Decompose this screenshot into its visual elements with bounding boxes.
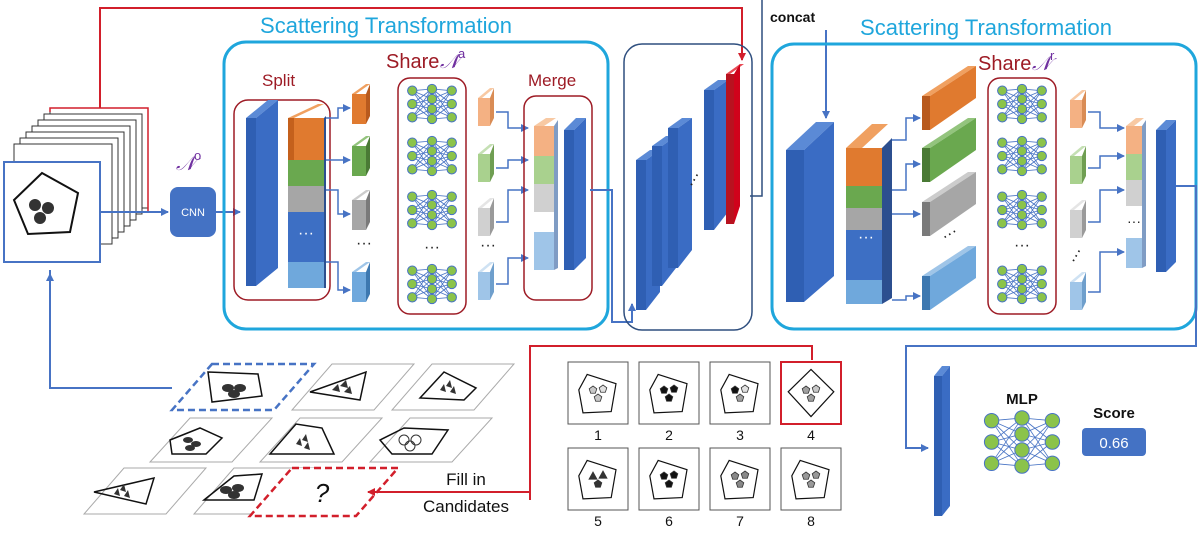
right-big-layer — [786, 122, 834, 302]
share-left-symbol: 𝒩 — [440, 51, 465, 73]
merge-arrows — [496, 111, 529, 285]
cnn-label: CNN — [181, 207, 205, 219]
scatter-box-left — [222, 40, 610, 331]
candidate-8[interactable]: 8 — [780, 447, 842, 529]
split-ellipsis: ··· — [298, 225, 314, 242]
mlp-input-layer — [934, 366, 950, 516]
right-merge-stack: ··· — [1126, 118, 1176, 272]
right-split-ellipsis: ··· — [858, 229, 874, 246]
net-output-chunks: ··· — [478, 88, 496, 300]
candidate-number: 3 — [736, 427, 744, 443]
concat-label: concat — [770, 9, 815, 25]
share-left-sup: a — [458, 46, 466, 61]
shared-network-right-1 — [997, 83, 1047, 125]
no-symbol: 𝒩 — [176, 153, 201, 175]
right-merge-ellipsis: ··· — [1127, 213, 1141, 229]
candidate-number: 2 — [665, 427, 673, 443]
candidate-number: 5 — [594, 513, 602, 529]
no-sup: o — [194, 148, 201, 163]
score-value: 0.66 — [1099, 435, 1128, 452]
right-out-ellipsis: ··· — [1065, 245, 1088, 267]
net-out-ellipsis: ··· — [480, 237, 496, 254]
right-chunks: ··· — [922, 66, 976, 310]
mlp-net — [983, 410, 1061, 474]
shared-network-left-2 — [407, 135, 457, 177]
score-box — [1082, 428, 1146, 456]
shared-net-box-left — [397, 77, 467, 315]
arrow-merge-to-stack — [590, 189, 636, 323]
shared-network-left-4 — [407, 263, 457, 305]
red-stack-outline — [49, 107, 149, 212]
merge-box — [523, 95, 593, 301]
candidate-4[interactable]: 4 — [780, 361, 842, 443]
candidate-5[interactable]: 5 — [567, 447, 629, 529]
right-merge-arrows — [1088, 111, 1125, 293]
candidate-number: 4 — [807, 427, 815, 443]
red-skip-connection — [99, 7, 746, 112]
candidate-number: 1 — [594, 427, 602, 443]
shared-networks-right — [997, 83, 1047, 305]
shared-network-right-3 — [997, 189, 1047, 231]
candidate-number: 6 — [665, 513, 673, 529]
scatter-title-right: Scattering Transformation — [860, 15, 1112, 40]
mlp-network — [983, 410, 1061, 474]
candidate-3[interactable]: 3 — [709, 361, 771, 443]
share-left-text: Share — [386, 51, 439, 73]
candidate-number: 8 — [807, 513, 815, 529]
concat-connector — [750, 0, 763, 197]
share-right-sup: r — [1050, 48, 1055, 63]
right-segment-stack: ··· — [846, 124, 892, 304]
shared-network-left-3 — [407, 189, 457, 231]
input-stack — [3, 107, 149, 263]
right-net-output-chunks: ··· — [1065, 90, 1088, 310]
split-arrows — [326, 104, 351, 294]
candidates-label: Candidates — [423, 497, 509, 516]
share-right-symbol: 𝒩 — [1032, 53, 1057, 75]
nets-ellipsis-left: ··· — [424, 239, 440, 256]
shared-network-left-1 — [407, 83, 457, 125]
candidate-1[interactable]: 1 — [567, 361, 629, 443]
candidate-2[interactable]: 2 — [638, 361, 700, 443]
candidate-7[interactable]: 7 — [709, 447, 771, 529]
right-split-arrows — [892, 114, 921, 301]
split-big-layer — [246, 100, 278, 286]
split-box — [233, 99, 331, 301]
candidate-number: 7 — [736, 513, 744, 529]
score-label: Score — [1093, 405, 1135, 422]
split-segment-stack: ··· — [288, 104, 326, 288]
matrix-panels: ? — [82, 362, 516, 518]
chunks-ellipsis: ··· — [356, 235, 372, 252]
red-candidate-connector — [529, 345, 813, 500]
nets-ellipsis-right: ··· — [1014, 237, 1030, 254]
shared-network-right-4 — [997, 263, 1047, 305]
share-right-text: Share — [978, 53, 1031, 75]
concat-layers: ··· — [636, 64, 744, 310]
fill-in-label: Fill in — [446, 470, 486, 489]
shared-net-box-right — [987, 77, 1057, 315]
matrix-panel-question — [247, 466, 401, 518]
cnn-block — [170, 187, 216, 237]
right-chunks-ellipsis: ··· — [939, 223, 961, 246]
split-chunks: ··· — [352, 84, 372, 302]
merge-label: Merge — [528, 71, 576, 90]
arrow-to-mlp — [905, 185, 1197, 452]
candidate-grid: 1 2 3 4 5 6 7 8 — [567, 361, 842, 529]
merge-stack — [534, 118, 586, 270]
concat-stack-box — [623, 43, 753, 331]
concat-ellipsis: ··· — [683, 169, 706, 191]
split-label: Split — [262, 71, 295, 90]
scatter-title-left: Scattering Transformation — [260, 13, 512, 38]
shared-networks-left — [407, 83, 457, 305]
question-mark: ? — [315, 478, 330, 508]
mlp-label: MLP — [1006, 391, 1038, 408]
arrow-matrix-up — [49, 270, 172, 389]
shared-network-right-2 — [997, 135, 1047, 177]
candidate-6[interactable]: 6 — [638, 447, 700, 529]
